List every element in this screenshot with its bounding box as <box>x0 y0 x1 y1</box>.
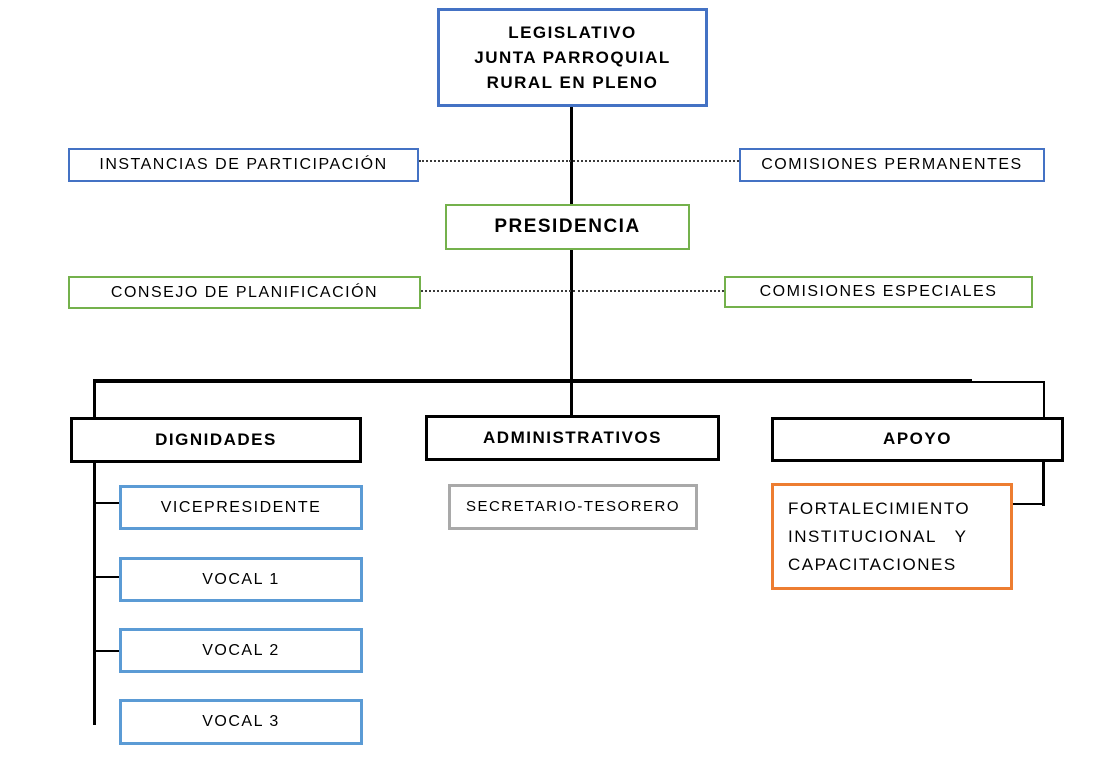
connector-apoyo-to-fortalecimiento-stub <box>1013 503 1044 505</box>
node-instancias-de-participacion: INSTANCIAS DE PARTICIPACIÓN <box>68 148 419 182</box>
connector-dotted-instancias <box>419 160 571 162</box>
node-presidencia-label: PRESIDENCIA <box>494 215 641 237</box>
node-vocal-3-label: VOCAL 3 <box>202 713 280 731</box>
node-legislativo-junta-parroquial: LEGISLATIVO JUNTA PARROQUIAL RURAL EN PL… <box>437 8 708 107</box>
node-comisiones-permanentes: COMISIONES PERMANENTES <box>739 148 1045 182</box>
node-dignidades-label: DIGNIDADES <box>155 429 277 449</box>
node-comisiones-permanentes-label: COMISIONES PERMANENTES <box>761 156 1023 174</box>
node-secretario-tesorero: SECRETARIO-TESORERO <box>448 484 698 530</box>
node-dignidades: DIGNIDADES <box>70 417 362 463</box>
node-apoyo: APOYO <box>771 417 1064 462</box>
node-comisiones-especiales: COMISIONES ESPECIALES <box>724 276 1033 308</box>
node-instancias-label: INSTANCIAS DE PARTICIPACIÓN <box>99 156 388 174</box>
node-presidencia: PRESIDENCIA <box>445 204 690 250</box>
connector-dotted-consejo <box>421 290 571 292</box>
node-legislativo-label: LEGISLATIVO JUNTA PARROQUIAL RURAL EN PL… <box>474 23 671 92</box>
node-administrativos-label: ADMINISTRATIVOS <box>483 427 662 447</box>
connector-branch-horizontal-right <box>968 381 1045 383</box>
node-vocal-2: VOCAL 2 <box>119 628 363 673</box>
connector-stub-vocal-2 <box>93 650 120 652</box>
node-apoyo-label: APOYO <box>883 429 952 449</box>
connector-stub-vicepresidente <box>93 502 120 504</box>
node-consejo-de-planificacion: CONSEJO DE PLANIFICACIÓN <box>68 276 421 309</box>
node-consejo-label: CONSEJO DE PLANIFICACIÓN <box>110 283 379 301</box>
node-vocal-1-label: VOCAL 1 <box>202 570 280 588</box>
connector-root-to-presidencia <box>570 107 573 204</box>
node-vocal-1: VOCAL 1 <box>119 557 363 602</box>
node-comisiones-especiales-label: COMISIONES ESPECIALES <box>759 283 998 301</box>
connector-dignidades-rail <box>93 379 96 725</box>
node-vicepresidente-label: VICEPRESIDENTE <box>160 498 322 516</box>
connector-dotted-comisiones-permanentes <box>573 160 739 162</box>
node-vocal-2-label: VOCAL 2 <box>202 641 280 659</box>
connector-dotted-comisiones-especiales <box>573 290 724 292</box>
connector-branch-horizontal <box>93 379 972 383</box>
connector-to-apoyo <box>1043 381 1045 417</box>
node-vocal-3: VOCAL 3 <box>119 699 363 745</box>
connector-apoyo-to-fortalecimiento-vertical <box>1042 462 1045 506</box>
node-secretario-tesorero-label: SECRETARIO-TESORERO <box>465 498 681 515</box>
node-administrativos: ADMINISTRATIVOS <box>425 415 720 461</box>
node-vicepresidente: VICEPRESIDENTE <box>119 485 363 530</box>
connector-presidencia-to-administrativos <box>570 250 573 415</box>
node-fortalecimiento-institucional: FORTALECIMIENTO INSTITUCIONAL Y CAPACITA… <box>771 483 1013 590</box>
connector-stub-vocal-1 <box>93 576 120 578</box>
